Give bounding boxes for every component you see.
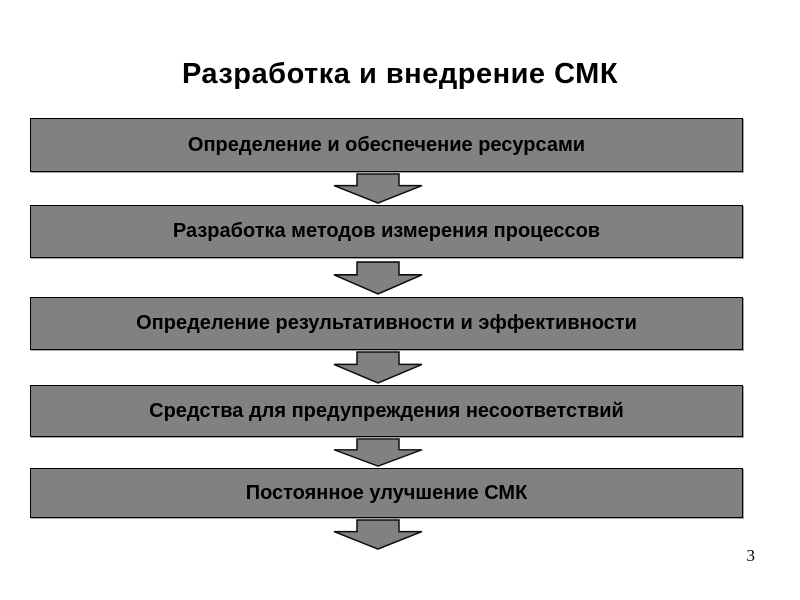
flow-step-3: Определение результативности и эффективн… bbox=[30, 297, 743, 350]
down-arrow-icon bbox=[333, 261, 423, 295]
down-arrow-icon bbox=[333, 438, 423, 467]
page-number: 3 bbox=[746, 546, 756, 565]
down-arrow-icon bbox=[333, 519, 423, 550]
down-arrow-icon bbox=[333, 351, 423, 384]
flow-step-4: Средства для предупреждения несоответств… bbox=[30, 385, 743, 437]
flow-step-2: Разработка методов измерения процессов bbox=[30, 205, 743, 258]
slide-title: Разработка и внедрение СМК bbox=[181, 58, 619, 90]
flow-step-5: Постоянное улучшение СМК bbox=[30, 468, 743, 518]
flow-step-1: Определение и обеспечение ресурсами bbox=[30, 118, 743, 172]
down-arrow-icon bbox=[333, 173, 423, 204]
